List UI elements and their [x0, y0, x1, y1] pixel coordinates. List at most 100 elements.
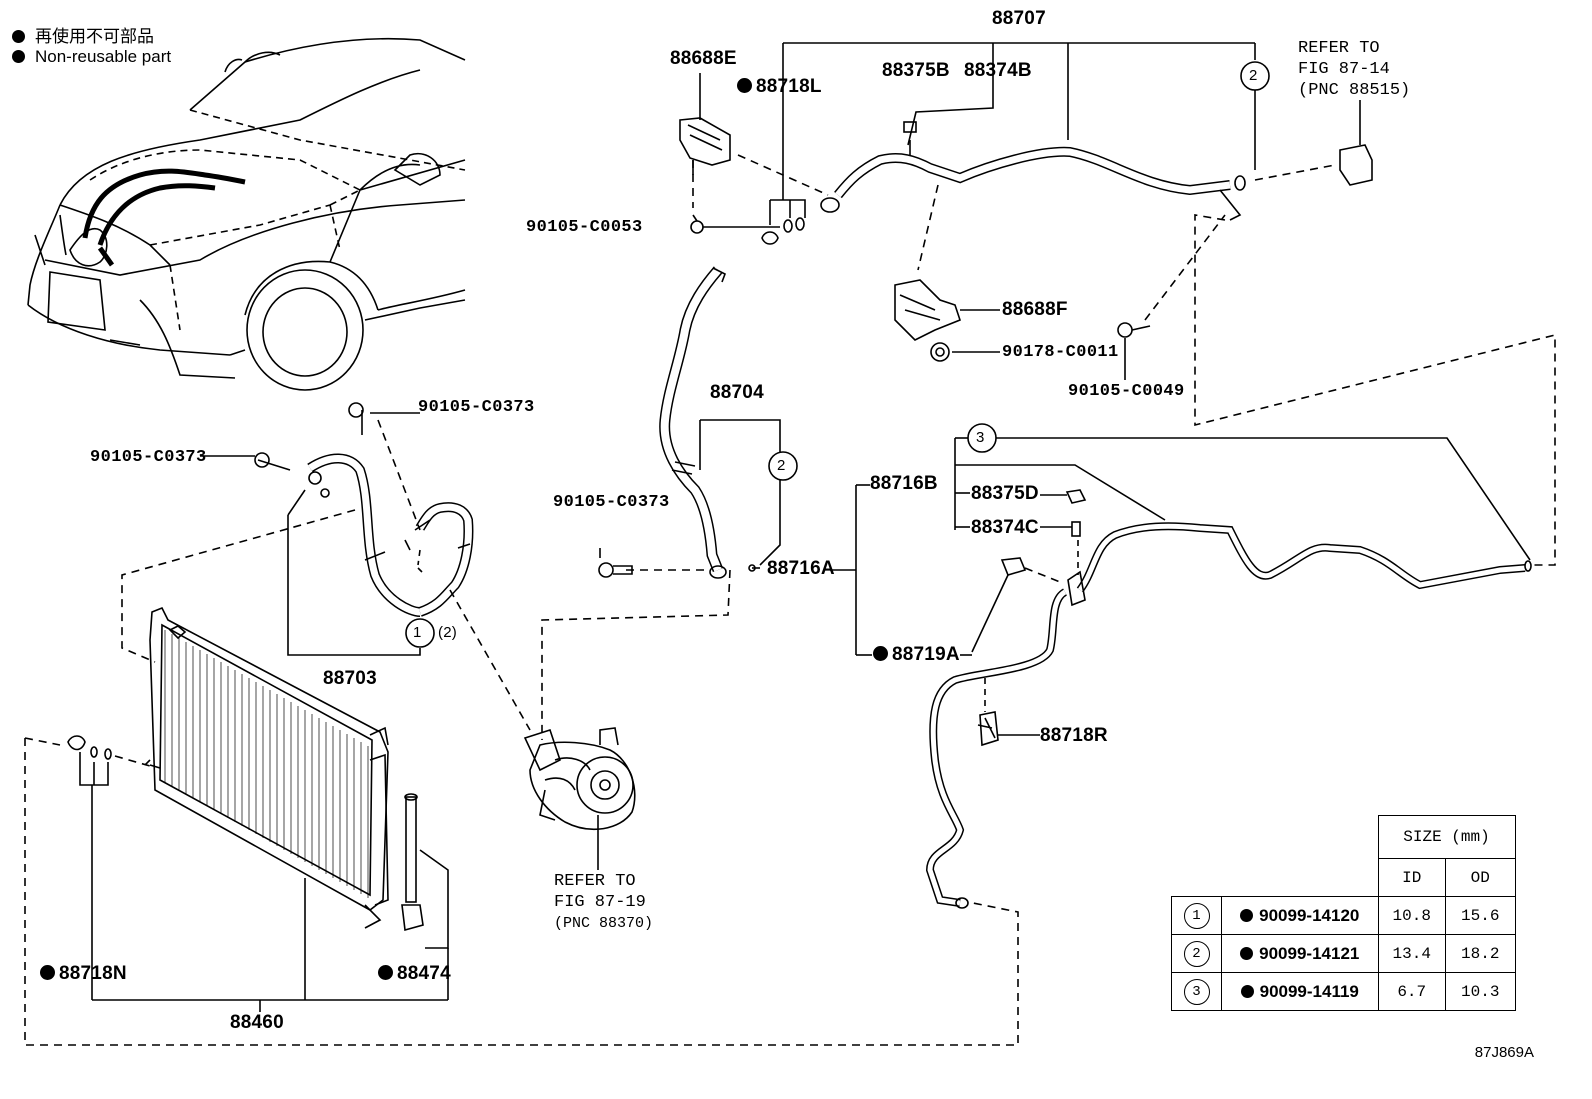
non-reusable-dot-icon [873, 646, 888, 661]
part-88718L[interactable]: 88718L [737, 76, 822, 98]
part-number: 90099-14119 [1259, 981, 1359, 1001]
condenser-88460 [92, 606, 448, 1012]
part-90178-C0011[interactable]: 90178-C0011 [1002, 343, 1119, 362]
refer-bottom-line1: REFER TO [554, 872, 636, 891]
refer-fig-87-19[interactable]: REFER TO FIG 87-19 (PNC 88370) [554, 871, 653, 934]
row-num: 2 [1183, 940, 1210, 967]
legend-line-1: 再使用不可部品 [35, 27, 154, 46]
od-cell: 10.3 [1444, 972, 1516, 1011]
table-row: 2 90099-14121 13.4 18.2 [1171, 934, 1516, 973]
part-88718R[interactable]: 88718R [1040, 725, 1108, 746]
id-cell: 10.8 [1377, 896, 1446, 935]
refer-fig-87-14-part [1339, 100, 1373, 186]
non-reusable-dot-icon [378, 965, 393, 980]
row-num-cell: 2 [1171, 934, 1222, 973]
bolt-90105-C0373-center [598, 548, 633, 578]
non-reusable-dot-icon [737, 78, 752, 93]
part-number-cell[interactable]: 90099-14119 [1221, 972, 1379, 1011]
part-number-cell[interactable]: 90099-14121 [1221, 934, 1379, 973]
part-number-cell[interactable]: 90099-14120 [1221, 896, 1379, 935]
part-88688E[interactable]: 88688E [670, 48, 737, 69]
od-cell: 18.2 [1444, 934, 1516, 973]
non-reusable-dot-icon [1240, 908, 1254, 922]
table-blank [1172, 859, 1222, 897]
row-num-cell: 1 [1171, 896, 1222, 935]
car-illustration [27, 37, 466, 391]
refer-bottom-line3: (PNC 88370) [554, 915, 654, 932]
marker-2-mid-label: 2 [777, 457, 786, 474]
refer-top-line3: (PNC 88515) [1298, 81, 1411, 100]
part-88474-text: 88474 [397, 963, 451, 984]
part-88704[interactable]: 88704 [710, 382, 764, 403]
id-cell: 13.4 [1377, 934, 1446, 973]
row-num: 1 [1183, 902, 1210, 929]
hose-88703 [121, 402, 531, 731]
legend-japanese: 再使用不可部品 [12, 22, 154, 47]
part-88688F[interactable]: 88688F [1002, 299, 1068, 320]
table-row: 3 90099-14119 6.7 10.3 [1171, 972, 1516, 1011]
bolt-90105-C0049-drawing [1117, 322, 1151, 380]
row-num: 3 [1183, 978, 1210, 1005]
part-number: 90099-14121 [1259, 943, 1360, 963]
discharge-hose-88704 [541, 266, 781, 740]
refer-top-line1: REFER TO [1298, 39, 1380, 58]
part-88716B[interactable]: 88716B [870, 473, 938, 494]
diagram-code: 87J869A [1474, 1044, 1534, 1061]
marker-2-circle-mid [768, 451, 798, 481]
part-88375B[interactable]: 88375B [882, 60, 950, 81]
part-88719A-text: 88719A [892, 644, 960, 665]
part-90105-C0373-center[interactable]: 90105-C0373 [553, 493, 670, 512]
marker-2-top-label: 2 [1249, 67, 1258, 84]
marker-3-label: 3 [976, 429, 985, 446]
non-reusable-dot-icon [40, 965, 55, 980]
clamp-88688E-drawing [679, 73, 780, 234]
col-od-header: OD [1444, 858, 1516, 897]
liquid-pipe-88716B [830, 437, 1532, 909]
part-88719A[interactable]: 88719A [873, 644, 960, 666]
od-cell: 15.6 [1444, 896, 1516, 935]
table-blank [1222, 816, 1379, 859]
fittings-88718N-drawing [24, 735, 1019, 1046]
marker-2-circle-top [1240, 61, 1270, 91]
legend-line-2: Non-reusable part [35, 47, 172, 66]
table-row: 1 90099-14120 10.8 15.6 [1171, 896, 1516, 935]
part-90105-C0049[interactable]: 90105-C0049 [1068, 382, 1185, 401]
part-88703[interactable]: 88703 [323, 668, 377, 689]
filter-88474-drawing [401, 793, 449, 1000]
marker-1-circle [405, 618, 435, 648]
non-reusable-dot-icon [1240, 946, 1254, 960]
non-reusable-dot-icon [12, 30, 25, 43]
clamp-88688F-drawing [894, 279, 1000, 362]
marker-1-label: 1 [413, 624, 422, 641]
part-90105-C0373-top[interactable]: 90105-C0373 [418, 398, 535, 417]
o-ring-size-table: SIZE (mm) ID OD 1 90099-14120 10.8 15.6 … [1171, 815, 1516, 1011]
part-88716A[interactable]: 88716A [767, 558, 835, 579]
part-88474[interactable]: 88474 [378, 963, 451, 985]
part-90105-C0373-left[interactable]: 90105-C0373 [90, 448, 207, 467]
legend-english: Non-reusable part [12, 47, 171, 67]
col-id-header: ID [1377, 858, 1446, 897]
size-header: SIZE (mm) [1377, 815, 1516, 859]
part-88718N-text: 88718N [59, 963, 127, 984]
part-88374C[interactable]: 88374C [971, 517, 1039, 538]
table-blank [1172, 816, 1222, 859]
part-88374B[interactable]: 88374B [964, 60, 1032, 81]
part-88718N[interactable]: 88718N [40, 963, 127, 985]
compressor-drawing [523, 727, 636, 870]
part-90105-C0053[interactable]: 90105-C0053 [526, 218, 643, 237]
id-cell: 6.7 [1377, 972, 1446, 1011]
refer-bottom-line2: FIG 87-19 [554, 893, 646, 912]
marker-3-circle [967, 423, 997, 453]
part-88375D[interactable]: 88375D [971, 483, 1039, 504]
non-reusable-dot-icon [12, 50, 25, 63]
suction-hose-88707 [692, 42, 1556, 566]
part-88460[interactable]: 88460 [230, 1012, 284, 1033]
row-num-cell: 3 [1171, 972, 1222, 1011]
table-blank [1222, 859, 1379, 897]
non-reusable-dot-icon [1240, 984, 1254, 998]
part-88718L-text: 88718L [756, 76, 822, 97]
part-88707[interactable]: 88707 [992, 8, 1046, 29]
part-number: 90099-14120 [1259, 905, 1360, 925]
